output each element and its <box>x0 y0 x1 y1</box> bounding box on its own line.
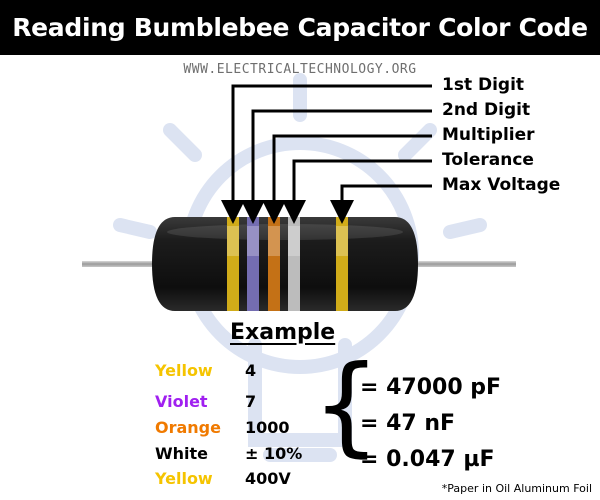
band-multiplier <box>268 217 280 311</box>
callout-tolerance: Tolerance <box>442 150 534 170</box>
result-picofarad: = 47000 pF <box>360 375 502 400</box>
callout-arrows <box>221 84 432 224</box>
band-shade-1st-digit <box>227 217 239 311</box>
capacitor <box>82 217 516 311</box>
band-highlight-multiplier <box>268 226 280 256</box>
example-color-yellow-voltage: Yellow <box>155 469 213 488</box>
band-1st-digit <box>227 217 239 311</box>
band-highlight-2nd-digit <box>247 226 259 256</box>
example-value-voltage: 400V <box>245 469 291 488</box>
callout-1st-digit: 1st Digit <box>442 75 525 95</box>
arrow-2nd-digit <box>241 109 432 224</box>
band-shade-2nd-digit <box>247 217 259 311</box>
example-value-first-digit: 4 <box>245 361 257 380</box>
title-bar: Reading Bumblebee Capacitor Color Code <box>0 0 600 55</box>
example-value-second-digit: 7 <box>245 392 257 411</box>
band-2nd-digit <box>247 217 259 311</box>
band-max-voltage <box>336 217 348 311</box>
band-highlight-max-voltage <box>336 226 348 256</box>
example-value-tolerance: ± 10% <box>245 444 303 463</box>
result-microfarad: = 0.047 µF <box>360 447 495 472</box>
band-shade-max-voltage <box>336 217 348 311</box>
arrow-tolerance <box>282 159 432 224</box>
left-lead <box>82 261 162 267</box>
example-value-multiplier: 1000 <box>245 418 290 437</box>
band-shade-tolerance <box>288 217 300 311</box>
footnote: *Paper in Oil Aluminum Foil <box>441 482 592 495</box>
example-heading: Example <box>230 320 336 345</box>
band-tolerance <box>288 217 300 311</box>
arrow-max-voltage <box>330 184 432 224</box>
callout-2nd-digit: 2nd Digit <box>442 100 531 120</box>
arrow-1st-digit <box>221 84 432 224</box>
example-color-white: White <box>155 444 209 463</box>
callout-max-voltage: Max Voltage <box>442 175 561 195</box>
example-color-orange: Orange <box>155 418 221 437</box>
band-shade-multiplier <box>268 217 280 311</box>
curly-brace: { <box>312 343 381 468</box>
right-lead <box>408 261 516 267</box>
website-url: WWW.ELECTRICALTECHNOLOGY.ORG <box>183 62 417 77</box>
band-highlight-1st-digit <box>227 226 239 256</box>
example-color-yellow: Yellow <box>155 361 213 380</box>
example-color-violet: Violet <box>155 392 208 411</box>
result-nanofarad: = 47 nF <box>360 411 456 436</box>
band-highlight-tolerance <box>288 226 300 256</box>
arrow-multiplier <box>262 134 432 224</box>
callout-multiplier: Multiplier <box>442 125 535 145</box>
page-title: Reading Bumblebee Capacitor Color Code <box>12 13 588 42</box>
capacitor-body <box>152 217 418 311</box>
